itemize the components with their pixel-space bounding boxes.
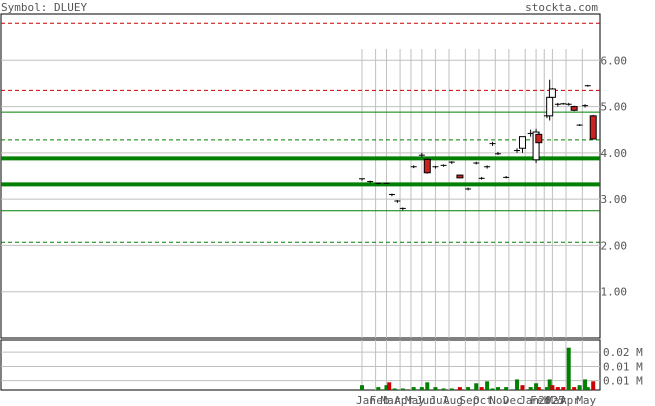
volume-bar — [441, 388, 446, 390]
volume-bar — [433, 387, 438, 390]
volume-bar — [411, 387, 416, 390]
volume-bar — [360, 385, 364, 390]
candle-body — [532, 131, 540, 161]
price-panel-frame — [0, 13, 601, 339]
volume-bar — [561, 387, 566, 390]
volume-bar — [387, 382, 392, 390]
price-grid — [1, 49, 600, 338]
candle-body — [589, 115, 597, 140]
volume-bar — [572, 387, 577, 390]
price-axis-labels: 1.00 2.00 3.00 4.00 5.00 6.00 — [601, 54, 628, 298]
candle-body — [423, 158, 431, 174]
volume-bar — [585, 387, 590, 390]
volume-bars — [360, 347, 596, 390]
price-tick-label: 4.00 — [601, 147, 628, 160]
volume-tick-label: 0.02 M — [603, 346, 643, 359]
volume-bar — [534, 383, 539, 390]
volume-bar — [550, 385, 555, 390]
x-tick-label: Jul — [429, 394, 449, 406]
x-tick-label: Aug — [443, 394, 463, 406]
candle-body — [518, 136, 526, 149]
candle-body — [570, 106, 578, 111]
price-levels — [1, 22, 600, 243]
volume-bar — [504, 387, 509, 390]
x-tick-label: Apr — [394, 394, 414, 406]
volume-tick-label: 0.01 M — [603, 361, 643, 374]
volume-bar — [515, 379, 520, 390]
volume-bar — [485, 381, 490, 390]
price-tick-label: 6.00 — [601, 54, 628, 67]
x-tick-label: Jun — [416, 394, 436, 406]
volume-bar — [466, 387, 471, 390]
candle-body — [548, 88, 556, 98]
brand-label: stockta.com — [525, 1, 598, 14]
x-tick-label: Dec — [503, 394, 523, 406]
x-tick-label: Feb — [530, 394, 550, 406]
volume-bar — [555, 387, 560, 390]
x-tick-label: Mar — [546, 394, 566, 406]
volume-bar — [457, 387, 462, 390]
volume-bar — [547, 379, 552, 390]
volume-bar — [528, 387, 533, 390]
volume-bar — [479, 387, 484, 390]
volume-bar — [384, 385, 389, 390]
x-tick-label: Mar — [380, 394, 400, 406]
volume-panel-frame — [0, 339, 601, 391]
volume-bar — [490, 388, 495, 390]
x-tick-label: Feb — [370, 394, 390, 406]
price-candles — [359, 79, 597, 211]
x-tick-label: Nov — [489, 394, 509, 406]
x-axis-labels: JanFebMarAprMayJunJulAugSepOctNovDecJanF… — [356, 394, 597, 406]
x-tick-label: May — [576, 394, 596, 406]
symbol-label: Symbol: DLUEY — [1, 1, 87, 14]
x-tick-label: May — [405, 394, 425, 406]
price-tick-label: 5.00 — [601, 101, 628, 114]
x-tick-label: Jan — [519, 394, 539, 406]
volume-bar — [591, 381, 596, 390]
x-tick-label: Sep — [459, 394, 479, 406]
volume-bar — [536, 387, 541, 390]
volume-bar — [496, 387, 500, 390]
volume-bar — [566, 347, 571, 390]
volume-bar — [376, 387, 381, 390]
candle-body — [535, 133, 543, 144]
volume-bar — [577, 385, 582, 390]
volume-tick-label: 0.01 M — [603, 375, 643, 388]
price-tick-label: 2.00 — [601, 239, 628, 252]
price-tick-label: 3.00 — [601, 193, 628, 206]
volume-bar — [419, 387, 424, 390]
volume-grid — [1, 340, 600, 390]
x-tick-label: 2025 — [538, 394, 565, 406]
x-tick-label: Oct — [473, 394, 493, 406]
volume-bar — [425, 382, 430, 390]
volume-bar — [392, 388, 397, 390]
volume-bar — [520, 385, 525, 390]
volume-bar — [474, 383, 479, 390]
volume-axis-labels: 0.02 M 0.01 M0.01 M — [603, 346, 643, 387]
candle-body — [546, 96, 554, 117]
x-tick-label: Jan — [356, 394, 376, 406]
candle-body — [456, 174, 464, 179]
volume-bar — [583, 379, 588, 390]
volume-bar — [400, 388, 405, 390]
x-tick-label: Apr — [560, 394, 580, 406]
price-tick-label: 1.00 — [601, 286, 628, 299]
volume-bar — [449, 388, 454, 390]
volume-bar — [544, 387, 549, 390]
